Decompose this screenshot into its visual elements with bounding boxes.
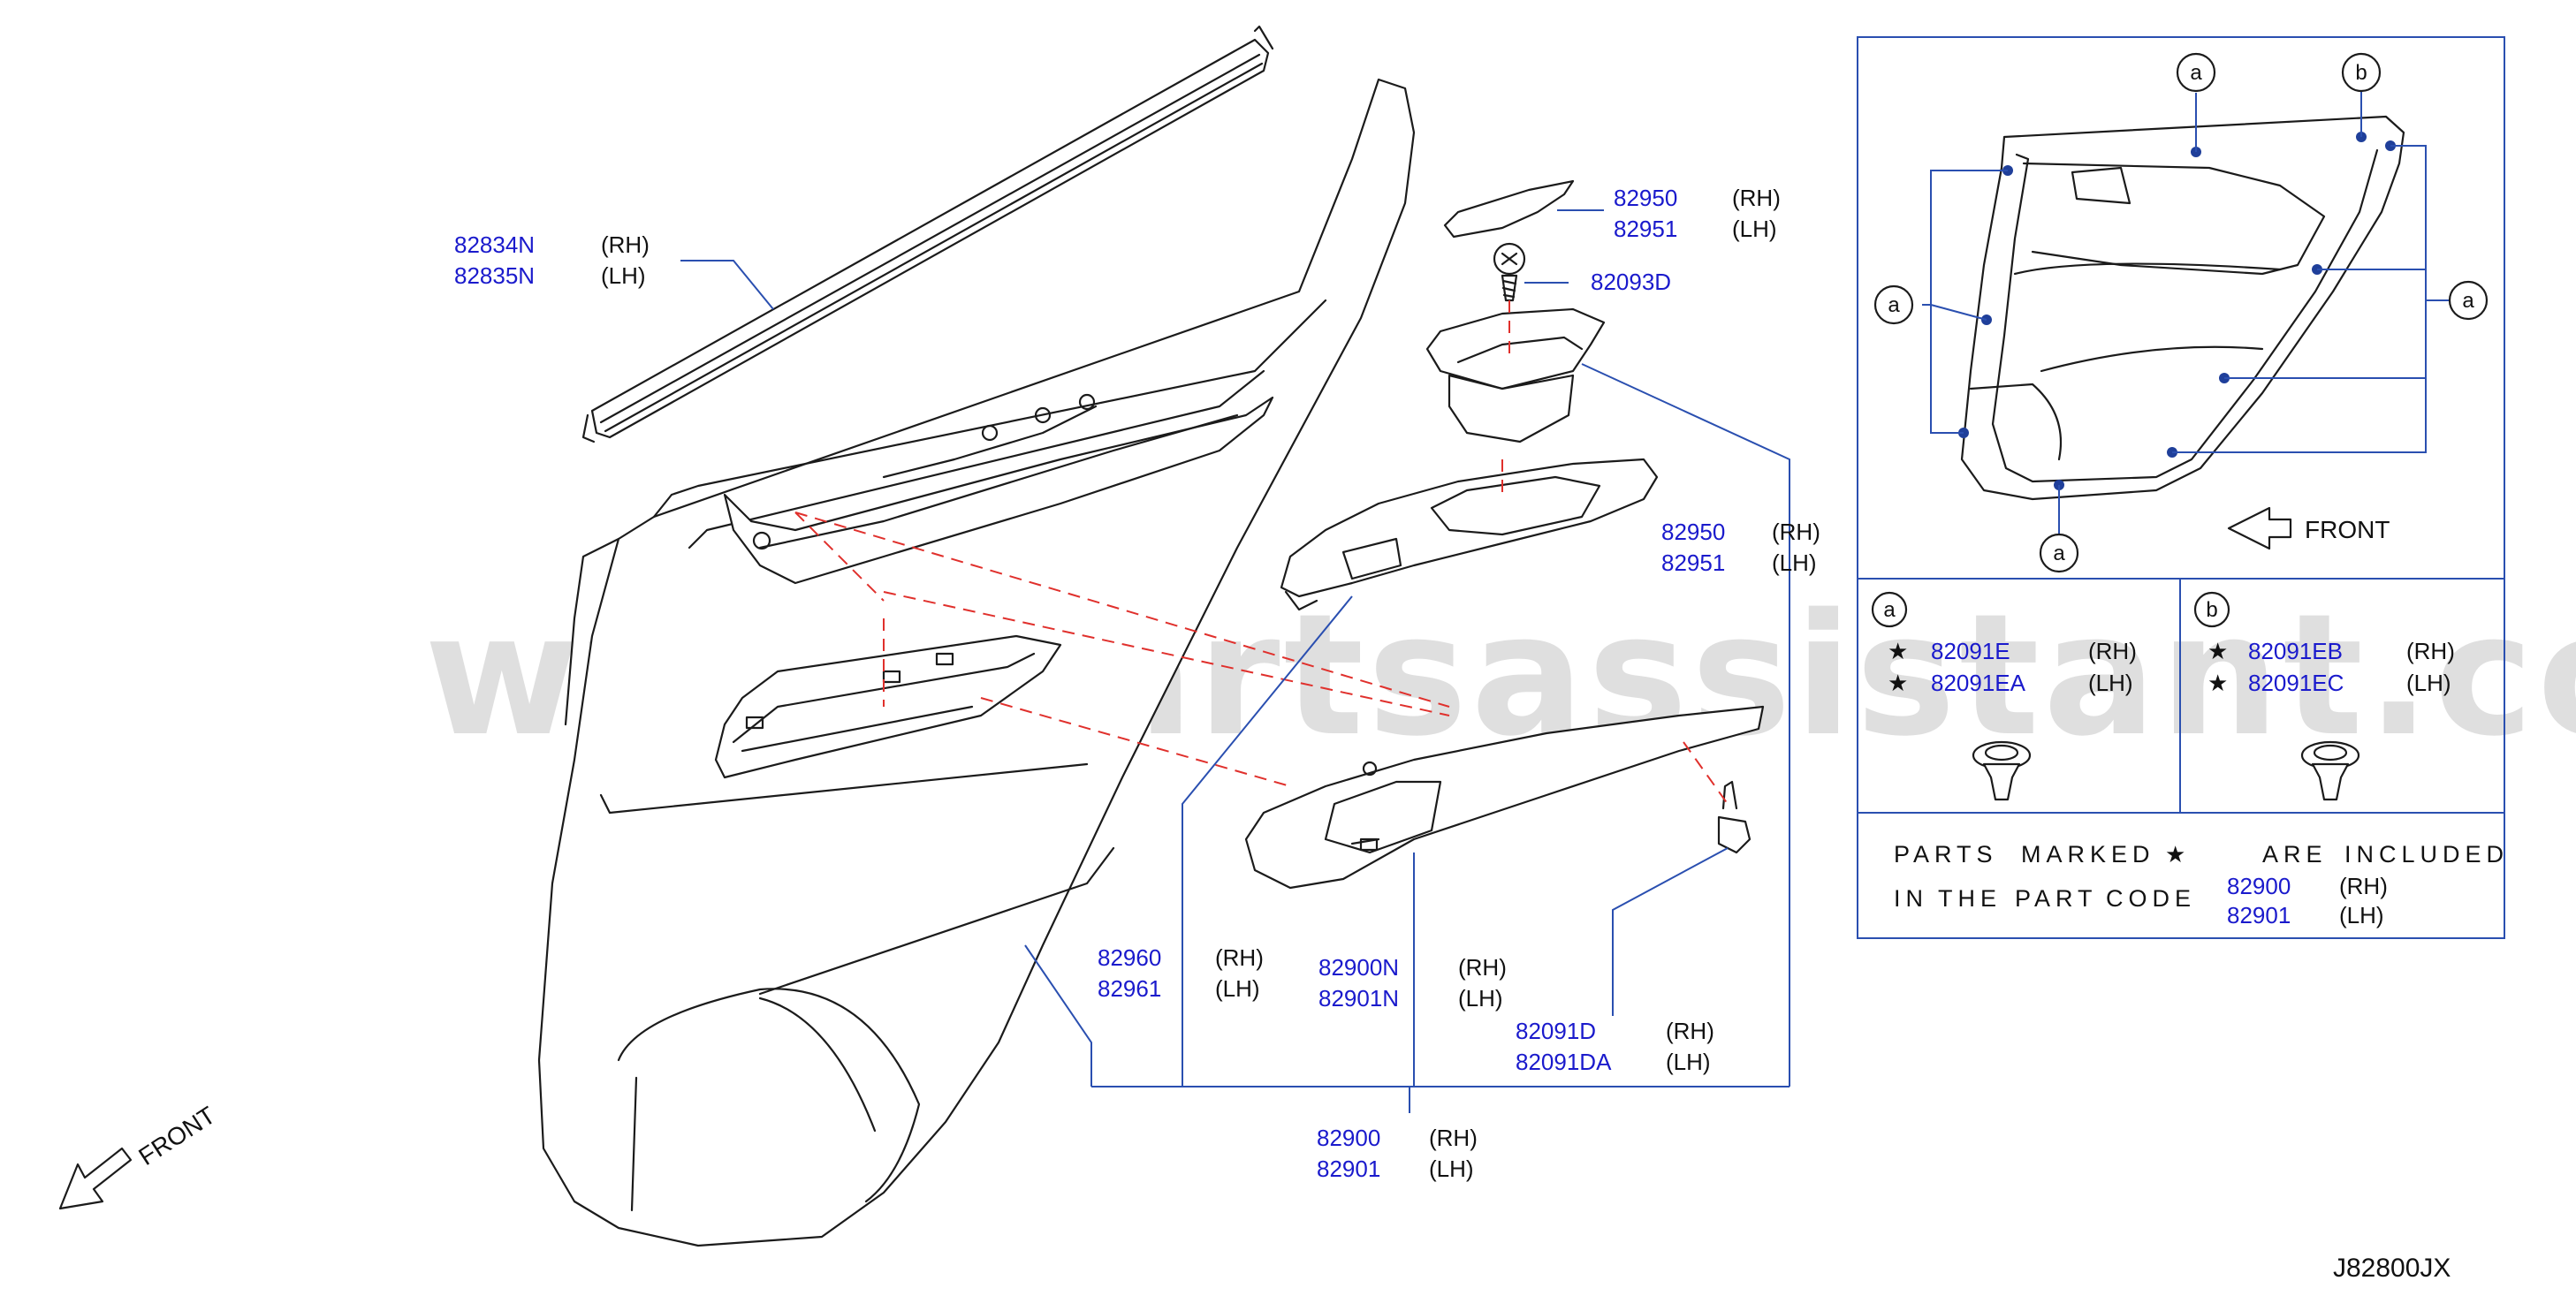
switch-finisher-part <box>1280 458 1659 611</box>
part-number: 82091DA <box>1516 1049 1612 1075</box>
part-number: 82950 <box>1614 185 1677 211</box>
side-label: (LH) <box>601 262 646 289</box>
side-label: (RH) <box>1666 1018 1714 1044</box>
clip-a-section: a ★ ★ 82091E 82091EA (RH) (LH) <box>1871 591 2137 801</box>
inset-detail-box: a b a a a FRONT a ★ ★ 82091E <box>1857 36 2509 939</box>
part-number: 82091E <box>1931 638 2010 664</box>
part-number: 82091EC <box>2248 670 2344 696</box>
svg-text:INCLUDED: INCLUDED <box>2344 841 2509 868</box>
label-82091D: 82091D 82091DA (RH) (LH) <box>1516 1018 1714 1075</box>
inset-leaders <box>1922 90 2461 534</box>
label-82834N: 82834N 82835N (RH) (LH) <box>454 231 650 289</box>
part-number: 82834N <box>454 231 535 258</box>
side-label: (RH) <box>1458 954 1507 981</box>
part-number: 82950 <box>1661 519 1725 545</box>
svg-text:PART: PART <box>2015 885 2098 912</box>
star-icon: ★ <box>2165 841 2185 868</box>
label-82093D: 82093D <box>1591 269 1671 295</box>
side-label: (LH) <box>2406 670 2451 696</box>
side-label: (LH) <box>1732 216 1777 242</box>
part-number: 82093D <box>1591 269 1671 295</box>
part-number: 82091D <box>1516 1018 1596 1044</box>
star-icon: ★ <box>1888 670 1908 696</box>
screw-part <box>1493 242 1526 302</box>
front-label: FRONT <box>133 1102 220 1171</box>
side-label: (RH) <box>601 231 650 258</box>
finisher-top-part <box>1443 179 1575 239</box>
part-number: 82951 <box>1614 216 1677 242</box>
side-label: (LH) <box>1429 1156 1474 1182</box>
callout-a-left: a <box>1873 284 1914 325</box>
side-label: (RH) <box>2406 638 2455 664</box>
clip-b-section: b ★ ★ 82091EB 82091EC (RH) (LH) <box>2193 591 2455 801</box>
clip-screw-part <box>1717 780 1752 854</box>
part-number: 82900N <box>1318 954 1399 981</box>
part-number: 82901 <box>2227 902 2291 928</box>
part-number: 82900 <box>2227 873 2291 899</box>
side-label: (RH) <box>2339 873 2388 899</box>
pocket-escutcheon-part <box>1425 307 1606 443</box>
inset-front-label: FRONT <box>2305 516 2390 543</box>
leader-lines <box>680 209 1790 1113</box>
svg-text:CODE: CODE <box>2106 885 2196 912</box>
svg-text:IN: IN <box>1894 885 1928 912</box>
side-label: (LH) <box>1772 549 1817 576</box>
side-label: (RH) <box>1215 944 1264 971</box>
svg-text:b: b <box>2206 598 2217 622</box>
star-icon: ★ <box>2207 638 2228 664</box>
svg-text:a: a <box>2190 61 2202 85</box>
label-82950-top: 82950 82951 (RH) (LH) <box>1614 185 1781 242</box>
callout-b-top: b <box>2341 52 2382 93</box>
label-82900N: 82900N 82901N (RH) (LH) <box>1318 954 1507 1012</box>
door-trim-panel <box>537 78 1416 1247</box>
svg-text:a: a <box>1888 293 1900 317</box>
part-number: 82901 <box>1317 1156 1380 1182</box>
svg-text:MARKED: MARKED <box>2021 841 2155 868</box>
callout-a-bottom: a <box>2039 533 2079 573</box>
diagram-code: J82800JX <box>2333 1254 2451 1283</box>
side-label: (LH) <box>1458 985 1503 1012</box>
front-arrow: FRONT <box>58 1102 220 1210</box>
label-82960: 82960 82961 (RH) (LH) <box>1098 944 1264 1002</box>
side-label: (RH) <box>1429 1125 1478 1151</box>
inset-note: PARTS MARKED ★ ARE INCLUDED IN THE PART … <box>1894 841 2509 928</box>
svg-text:a: a <box>1883 598 1896 622</box>
part-number: 82901N <box>1318 985 1399 1012</box>
label-82900: 82900 82901 (RH) (LH) <box>1317 1125 1478 1182</box>
part-number: 82091EB <box>2248 638 2343 664</box>
side-label: (LH) <box>2088 670 2133 696</box>
side-label: (LH) <box>1666 1049 1711 1075</box>
part-number: 82961 <box>1098 975 1161 1002</box>
side-label: (RH) <box>1772 519 1820 545</box>
armrest-finisher-part <box>1244 705 1765 890</box>
svg-text:PARTS: PARTS <box>1894 841 1998 868</box>
side-label: (RH) <box>1732 185 1781 211</box>
svg-text:b: b <box>2355 61 2367 85</box>
svg-text:a: a <box>2462 289 2474 313</box>
part-number: 82960 <box>1098 944 1161 971</box>
label-82950-mid: 82950 82951 (RH) (LH) <box>1661 519 1820 576</box>
inset-door-shape <box>1960 115 2405 501</box>
callout-a-right: a <box>2448 280 2489 321</box>
clip-b-icon <box>2300 740 2360 801</box>
svg-text:ARE: ARE <box>2262 841 2328 868</box>
part-number: 82091EA <box>1931 670 2026 696</box>
side-label: (LH) <box>2339 902 2384 928</box>
svg-text:a: a <box>2053 542 2065 565</box>
side-label: (RH) <box>2088 638 2137 664</box>
side-label: (LH) <box>1215 975 1260 1002</box>
part-number: 82900 <box>1317 1125 1380 1151</box>
svg-text:THE: THE <box>1938 885 2002 912</box>
part-number: 82951 <box>1661 549 1725 576</box>
star-icon: ★ <box>1888 638 1908 664</box>
part-number: 82835N <box>454 262 535 289</box>
star-icon: ★ <box>2207 670 2228 696</box>
inset-front-arrow: FRONT <box>2227 506 2390 550</box>
clip-a-icon <box>1972 740 2032 801</box>
weatherstrip-part <box>581 25 1274 443</box>
callout-a-top: a <box>2176 52 2216 93</box>
hidden-lines <box>794 300 1729 805</box>
